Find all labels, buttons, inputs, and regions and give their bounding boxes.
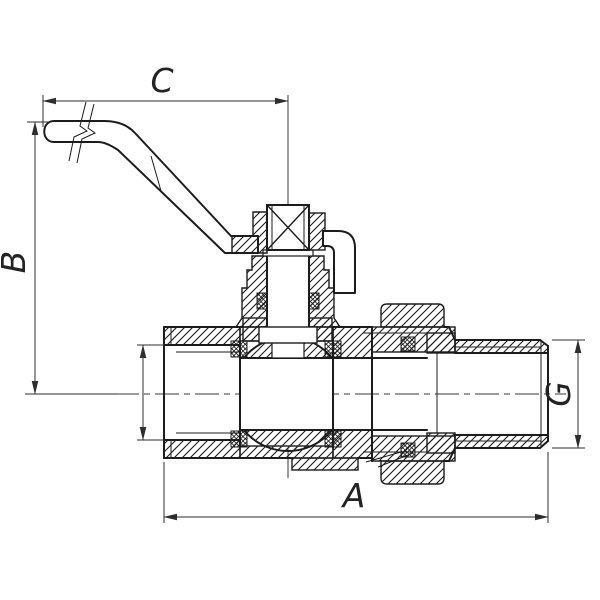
seat-seal [230, 340, 248, 358]
break-symbol [68, 101, 96, 164]
body-female-end [163, 326, 293, 459]
handle-end-bend [322, 230, 356, 294]
seat-seal [230, 430, 248, 448]
packing-seal [256, 292, 268, 310]
tailpiece-flange [426, 332, 456, 354]
gasket-seal [400, 336, 416, 352]
dim-label-a: A [341, 476, 366, 515]
dimension-bore-unlabeled [137, 344, 164, 441]
stem-nut [266, 204, 310, 251]
dim-label-b: B [0, 251, 33, 274]
handle-section-left [231, 211, 268, 254]
dimension-g: G [539, 339, 585, 449]
stem-tee [258, 326, 318, 344]
stem-assembly [234, 204, 342, 344]
dimension-a: A [163, 452, 549, 523]
dim-label-g: G [539, 381, 578, 407]
gland-left [234, 255, 268, 328]
union-gaskets [365, 336, 416, 468]
dim-label-c: C [150, 61, 173, 100]
packing-seal [308, 292, 320, 310]
bend-crease [150, 155, 162, 192]
tailpiece-male-thread [426, 332, 549, 454]
dimension-b: B [0, 121, 118, 395]
dimension-c: C [42, 61, 289, 127]
stem [266, 249, 310, 331]
bottom-boss [291, 457, 359, 471]
lever-handle [43, 101, 356, 294]
